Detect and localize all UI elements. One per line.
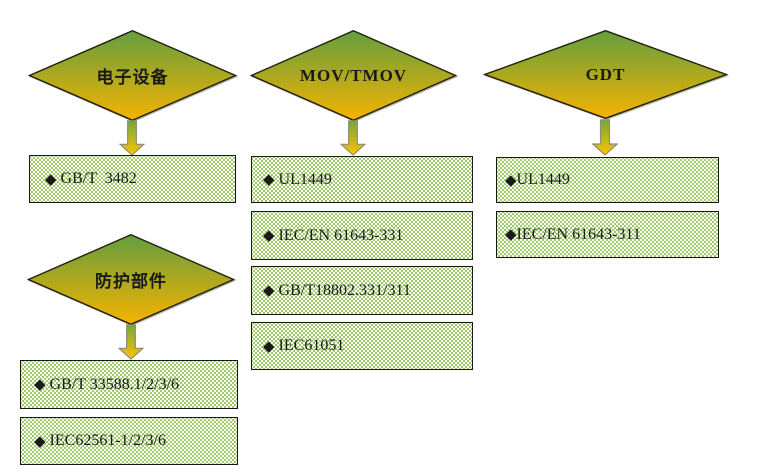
standard-item: ◆ IEC62561-1/2/3/6	[20, 417, 238, 465]
diamond-shape	[483, 30, 728, 119]
diamond-bullet-icon: ◆	[263, 283, 275, 299]
diamond-bullet-icon: ◆	[45, 171, 57, 188]
diamond-mov-tmov: MOV/TMOV	[250, 30, 457, 121]
flow-arrow-down-icon	[340, 120, 366, 156]
standard-item: ◆ GB/T18802.331/311	[251, 266, 473, 315]
diamond-bullet-icon: ◆	[505, 172, 517, 189]
flow-arrow-down-icon	[592, 119, 618, 156]
standard-item: ◆UL1449	[496, 157, 719, 203]
standard-item: ◆ GB/T 3482	[29, 155, 236, 203]
standard-label: UL1449	[274, 170, 332, 188]
diamond-label: 电子设备	[96, 68, 169, 87]
diamond-label: MOV/TMOV	[299, 65, 408, 85]
diamond-bullet-icon: ◆	[263, 228, 275, 244]
diamond-electronic-equipment: 电子设备	[28, 30, 237, 121]
standard-label: GB/T 3482	[56, 170, 137, 187]
standard-label: GB/T18802.331/311	[274, 281, 411, 299]
diamond-label: GDT	[585, 64, 626, 84]
diamond-protective-components: 防护部件	[27, 234, 235, 325]
flow-arrow-down-icon	[118, 324, 144, 360]
flow-arrow-down-icon	[119, 120, 145, 156]
diamond-bullet-icon: ◆	[505, 227, 517, 243]
standard-label: IEC/EN 61643-331	[274, 226, 404, 244]
standard-label: IEC62561-1/2/3/6	[45, 432, 166, 449]
diamond-gdt: GDT	[483, 30, 728, 119]
diamond-bullet-icon: ◆	[34, 433, 46, 450]
standard-label: GB/T 33588.1/2/3/6	[45, 375, 180, 393]
diamond-label: 防护部件	[95, 272, 167, 291]
standard-label: IEC61051	[274, 337, 345, 354]
diamond-bullet-icon: ◆	[263, 338, 275, 355]
standard-item: ◆ IEC/EN 61643-331	[251, 211, 473, 260]
standard-item: ◆ GB/T 33588.1/2/3/6	[20, 360, 238, 409]
standard-label: UL1449	[516, 171, 570, 188]
standard-item: ◆IEC/EN 61643-311	[496, 211, 719, 258]
diamond-bullet-icon: ◆	[34, 377, 46, 393]
standard-label: IEC/EN 61643-311	[516, 225, 641, 243]
standard-item: ◆ IEC61051	[251, 322, 473, 370]
diamond-bullet-icon: ◆	[263, 172, 275, 188]
standard-item: ◆ UL1449	[251, 156, 473, 203]
